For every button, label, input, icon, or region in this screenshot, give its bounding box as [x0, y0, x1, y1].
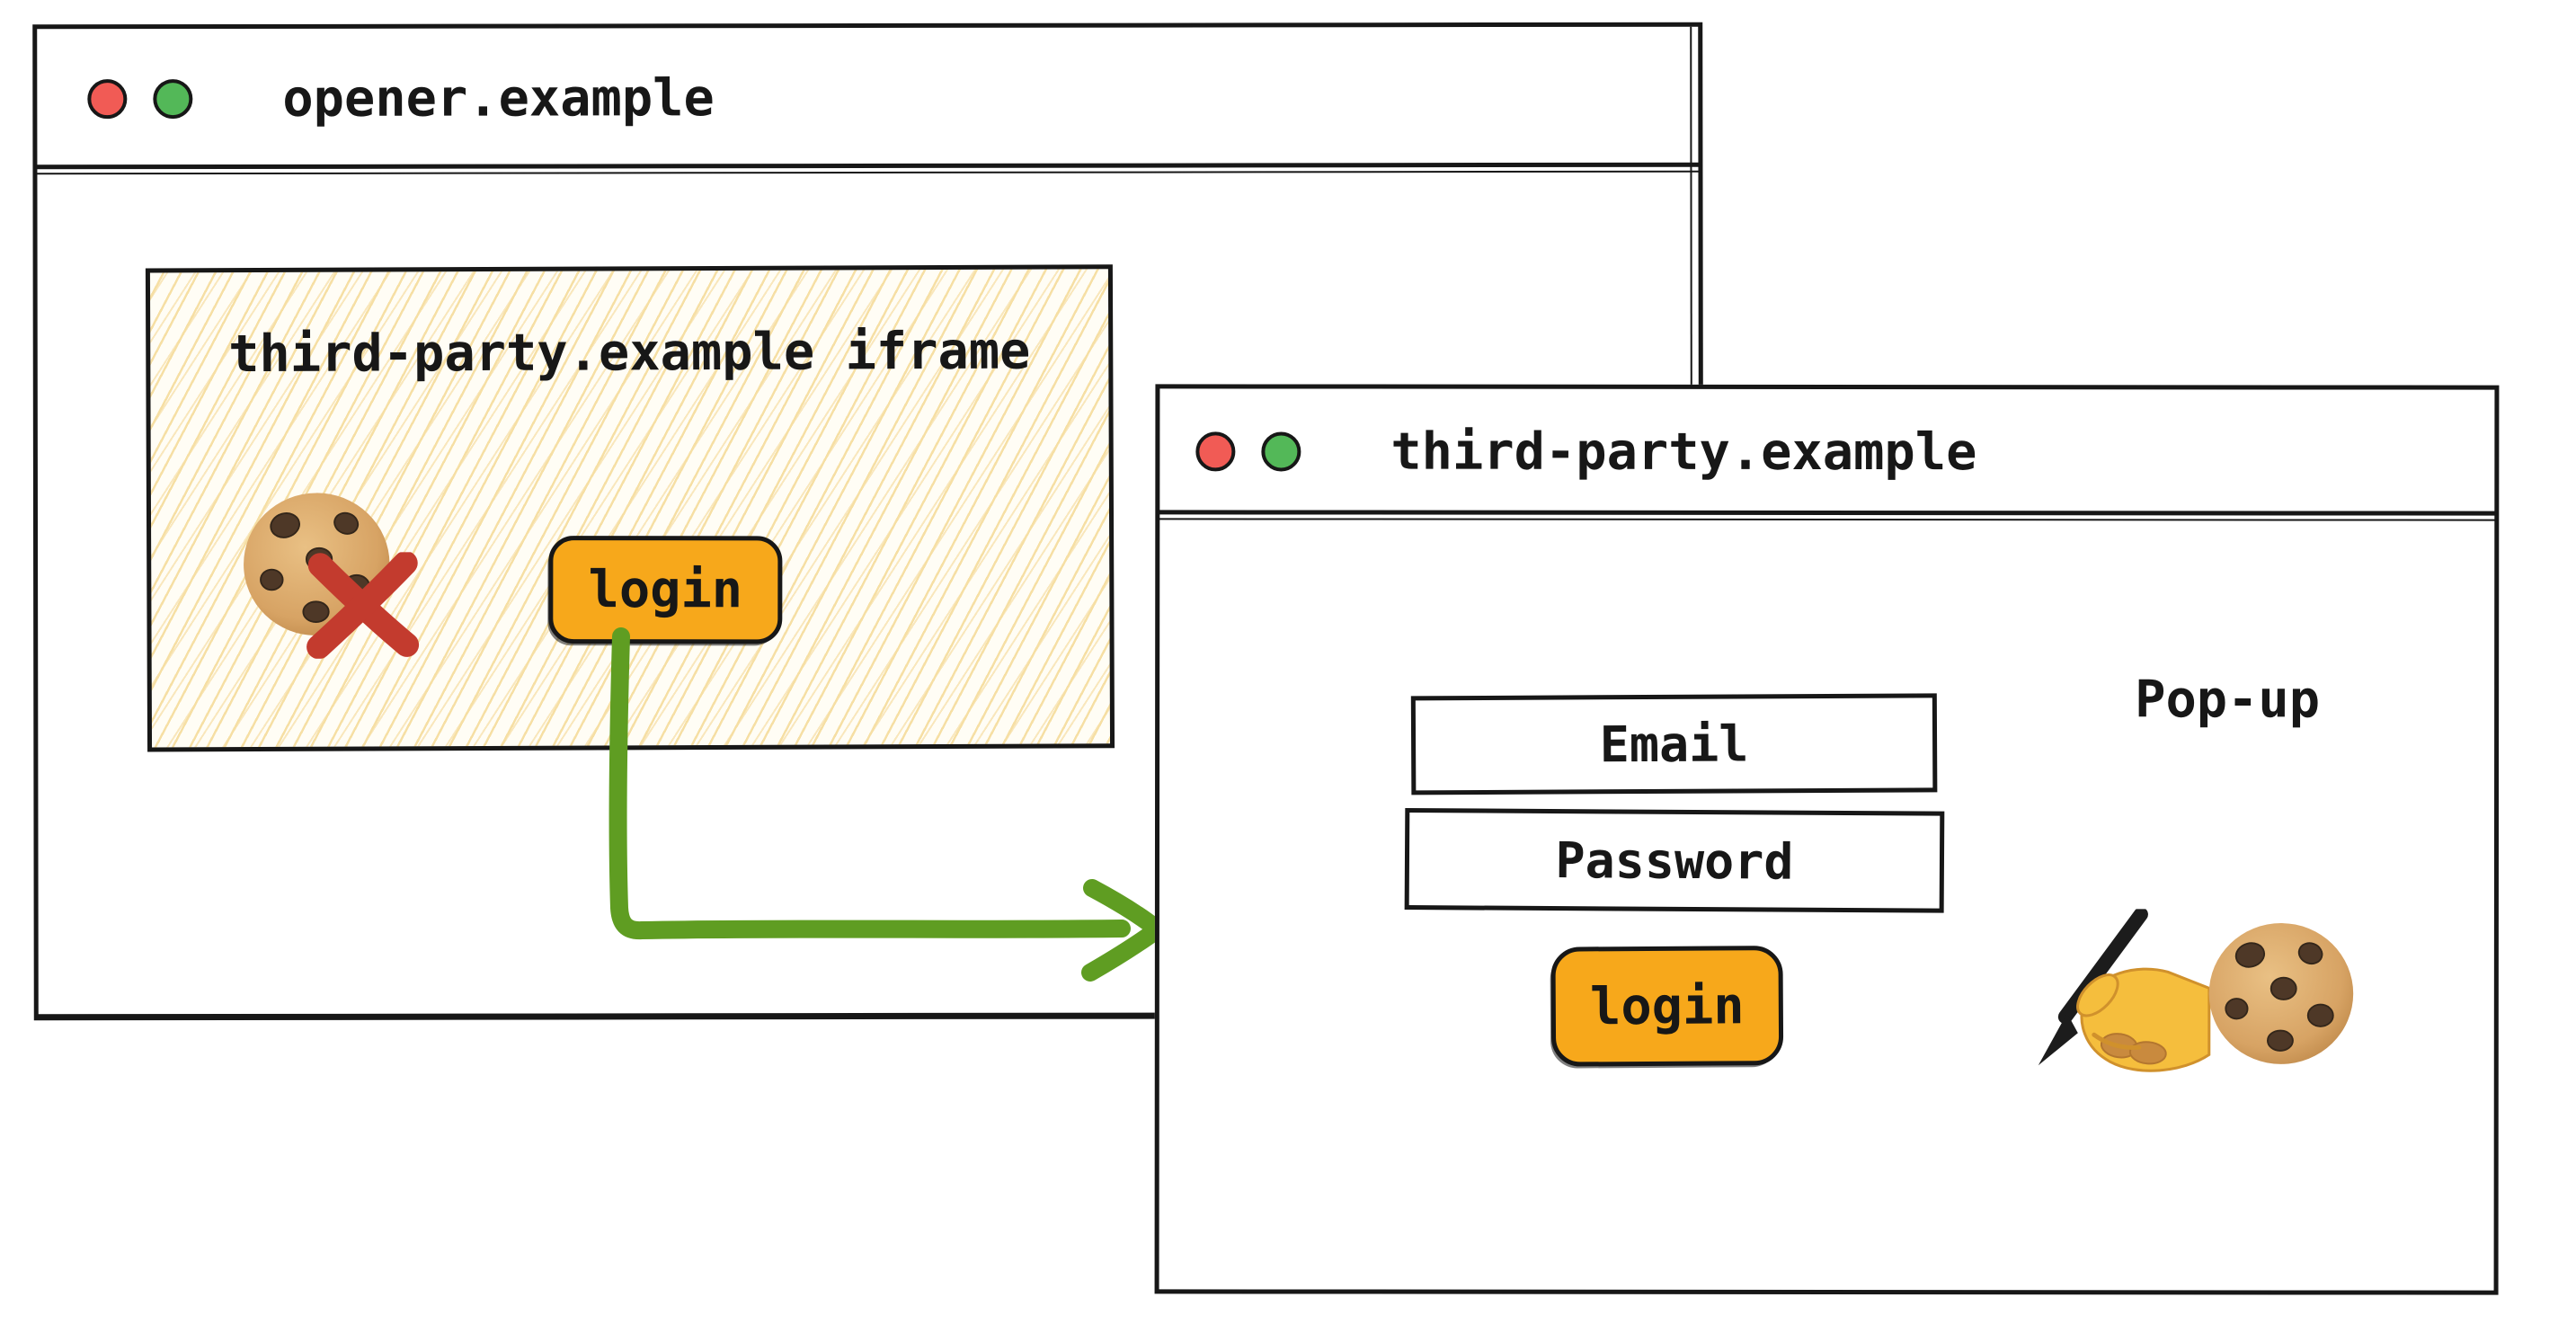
email-input[interactable]	[1410, 693, 1938, 795]
blocked-cookie-indicator	[241, 487, 422, 668]
popup-titlebar: third-party.example	[1159, 388, 2494, 515]
iframe-login-button[interactable]: login	[548, 536, 783, 644]
window-maximize-icon	[153, 79, 193, 120]
popup-annotation-label: Pop-up	[2135, 670, 2321, 730]
iframe-label: third-party.example iframe	[228, 321, 1031, 385]
popup-window-title: third-party.example	[1390, 422, 1977, 483]
writing-hand-icon	[2038, 909, 2211, 1072]
window-maximize-icon	[1261, 431, 1301, 472]
window-close-icon	[1195, 431, 1236, 472]
blocked-cross-icon	[306, 552, 420, 659]
opener-window-title: opener.example	[282, 68, 715, 129]
cookie-icon	[2208, 923, 2354, 1064]
third-party-iframe: third-party.example iframe	[145, 264, 1115, 752]
titlebar-divider	[1158, 510, 2497, 516]
password-input[interactable]	[1404, 808, 1945, 913]
window-close-icon	[87, 79, 128, 120]
popup-browser-window: third-party.example Pop-up login	[1154, 384, 2500, 1295]
opener-titlebar: opener.example	[37, 27, 1698, 170]
cookie-write-indicator	[2031, 909, 2373, 1097]
popup-login-button[interactable]: login	[1550, 946, 1784, 1067]
opener-browser-window: opener.example third-party.example ifram…	[32, 22, 1704, 1021]
